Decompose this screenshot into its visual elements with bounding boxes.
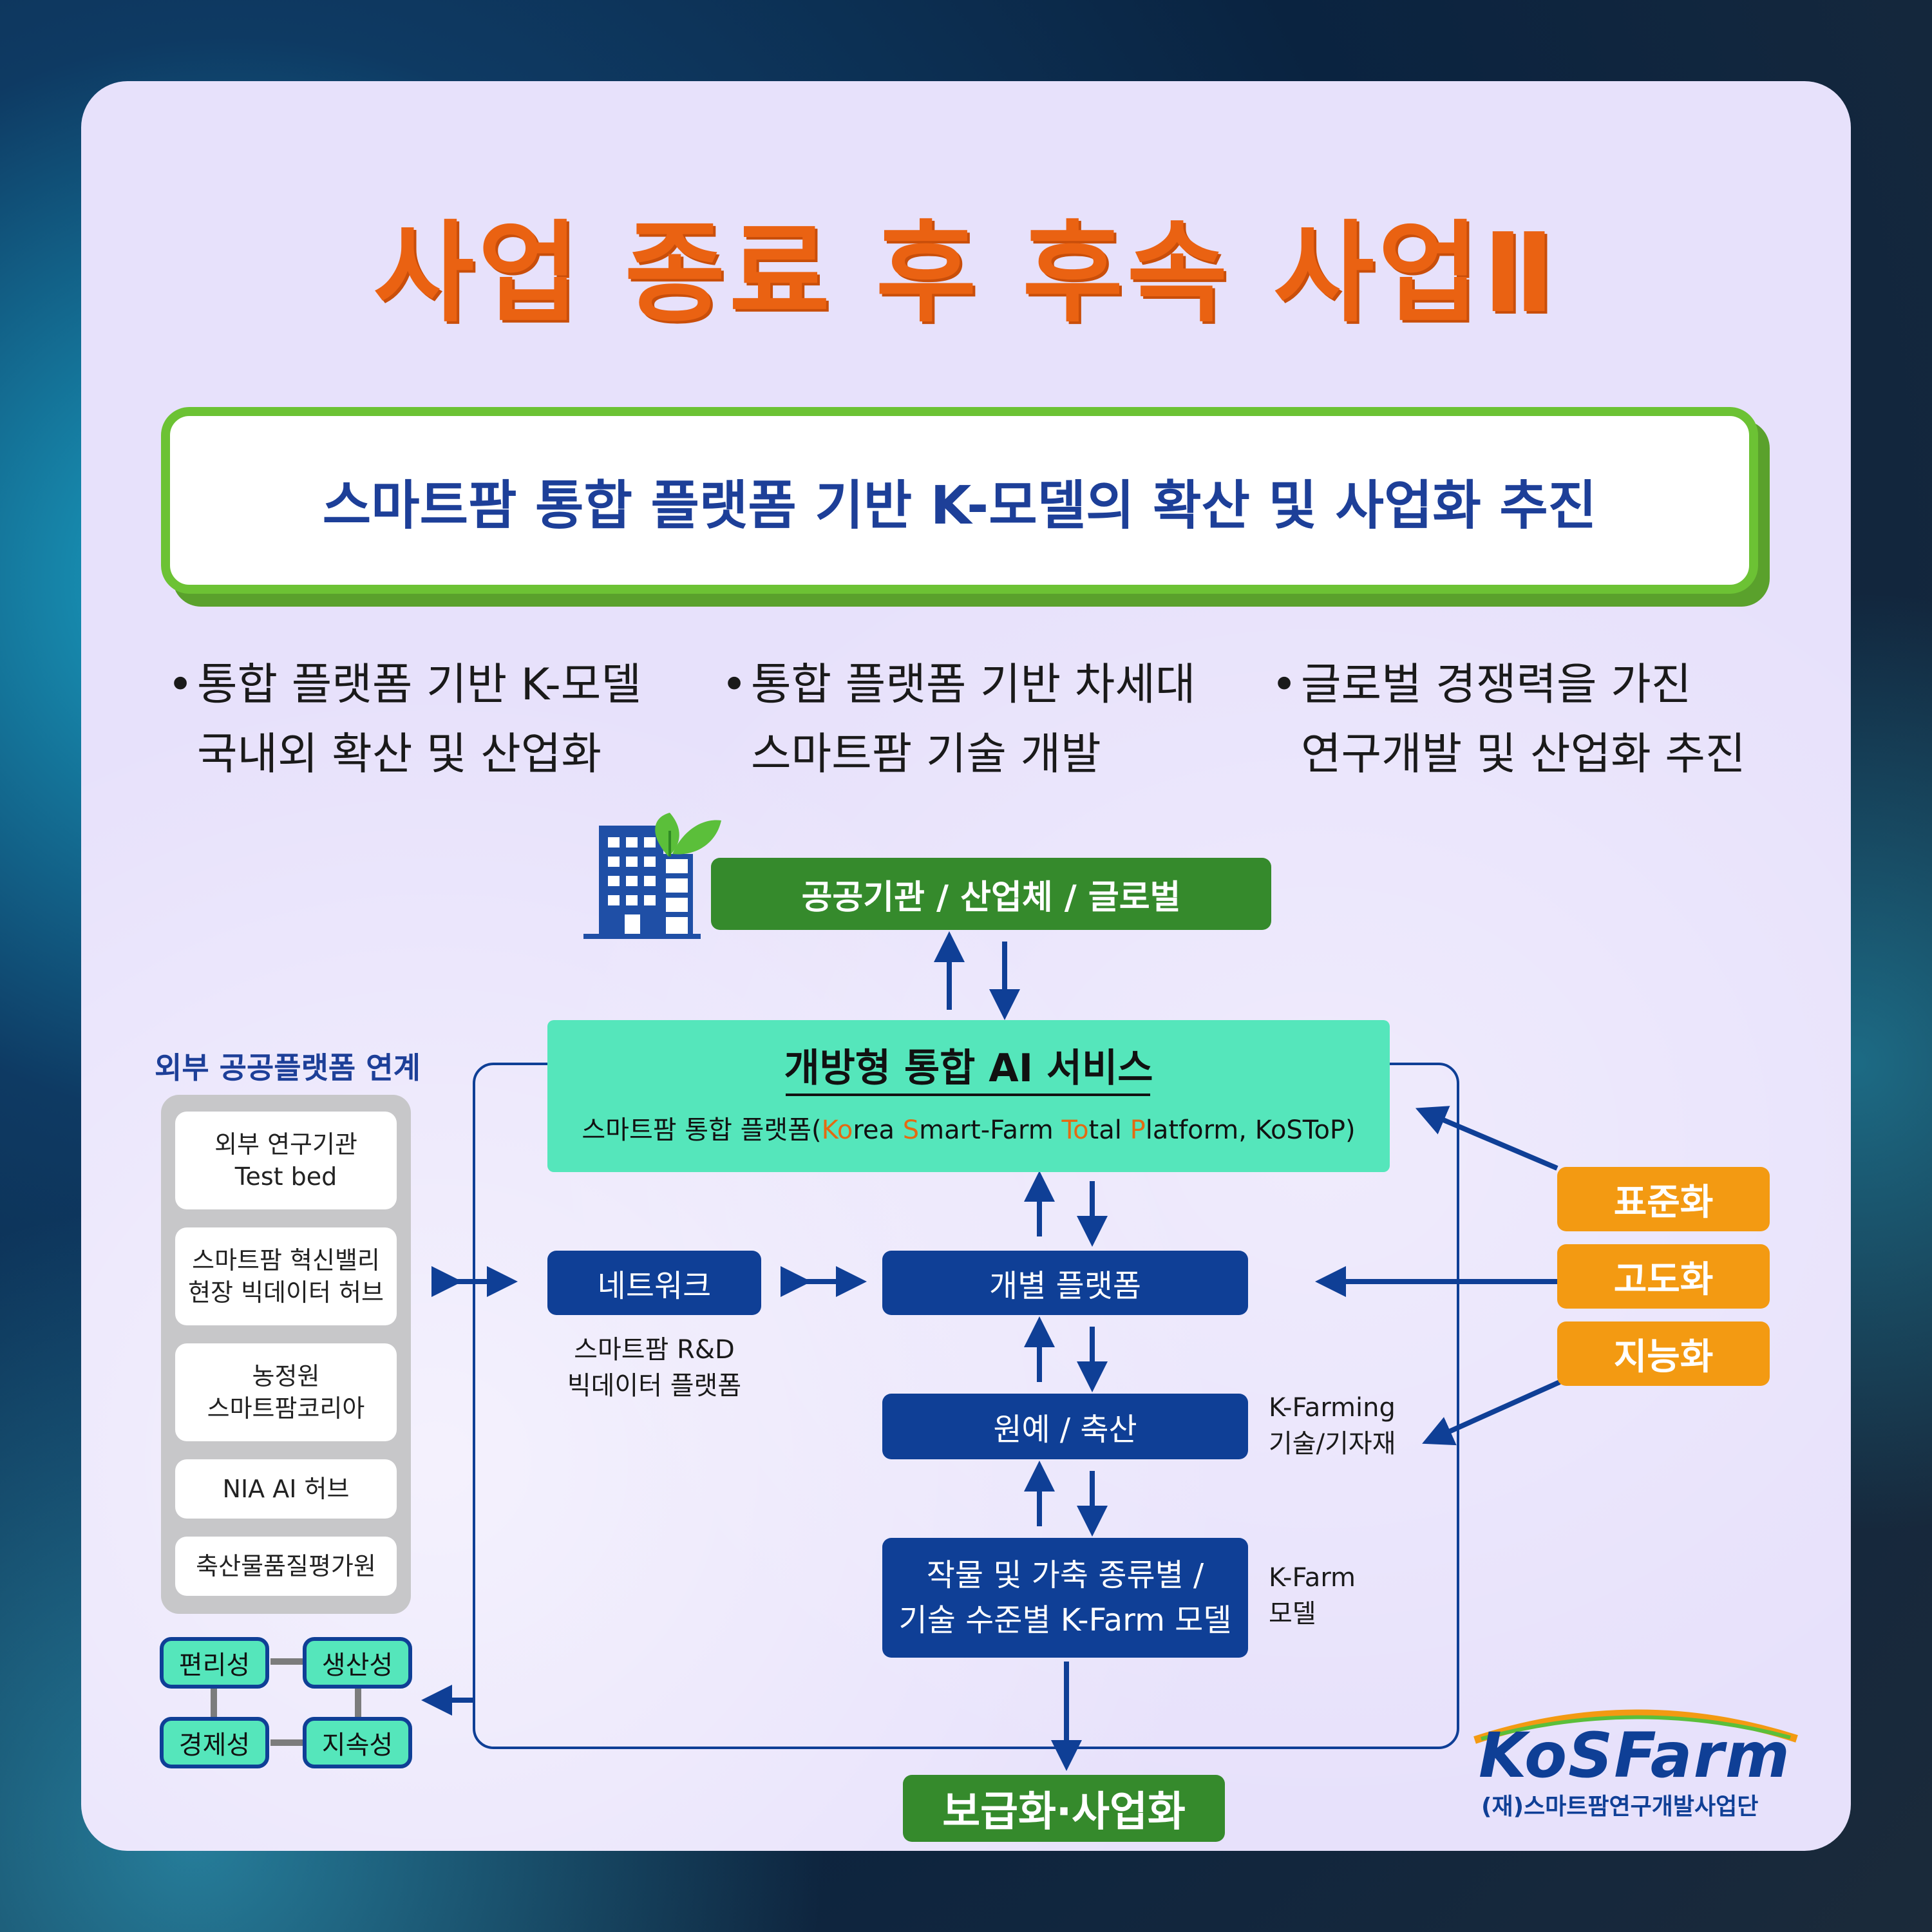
page-title: 사업 종료 후 후속 사업Ⅱ: [373, 210, 1559, 337]
action-standardization: 표준화: [1557, 1167, 1770, 1231]
kosfarm-org-name: (재)스마트팜연구개발사업단: [1481, 1794, 1759, 1820]
action-advancement: 고도화: [1557, 1244, 1770, 1309]
network-desc: 스마트팜 R&D 빅데이터 플랫폼: [567, 1335, 742, 1401]
bullet-item: • 통합 플랫폼 기반 K-모델 국내외 확산 및 산업화: [167, 659, 641, 780]
ai-service-title: 개방형 통합 AI 서비스: [784, 1046, 1153, 1091]
horticulture-livestock-box: 원예 / 축산: [882, 1394, 1248, 1459]
ai-service-subtitle: 스마트팜 통합 플랫폼(Korea Smart-Farm Total Platf…: [582, 1115, 1356, 1145]
value-productivity: 생산성: [303, 1637, 412, 1689]
kfarm-model-label: K-Farm 모델: [1269, 1563, 1356, 1629]
value-economy: 경제성: [160, 1717, 269, 1768]
headline-text: 스마트팜 통합 플랫폼 기반 K-모델의 확산 및 사업화 추진: [322, 475, 1597, 536]
action-intelligence: 지능화: [1557, 1321, 1770, 1386]
external-item: NIA AI 허브: [175, 1459, 397, 1519]
ai-service-box: [547, 1020, 1390, 1172]
bullet-item: • 통합 플랫폼 기반 차세대 스마트팜 기술 개발: [721, 659, 1196, 780]
stakeholders-box: 공공기관 / 산업체 / 글로벌: [711, 858, 1271, 930]
building-leaf-icon: [583, 813, 721, 939]
kfarm-model-box: 작물 및 가축 종류별 / 기술 수준별 K-Farm 모델: [882, 1538, 1248, 1658]
individual-platform-box: 개별 플랫폼: [882, 1251, 1248, 1315]
bullet-item: • 글로벌 경쟁력을 가진 연구개발 및 산업화 추진: [1271, 659, 1746, 780]
external-item: 축산물품질평가원: [175, 1537, 397, 1596]
commercialization-box: 보급화·사업화: [903, 1775, 1225, 1842]
network-box: 네트워크: [547, 1251, 761, 1315]
kfarming-label: K-Farming 기술/기자재: [1269, 1393, 1396, 1459]
external-platforms-title: 외부 공공플랫폼 연계: [155, 1050, 421, 1085]
kosfarm-logo: KoSFarm: [1479, 1719, 1791, 1792]
value-convenience: 편리성: [160, 1637, 269, 1689]
headline-banner: 스마트팜 통합 플랫폼 기반 K-모델의 확산 및 사업화 추진: [161, 407, 1758, 594]
content-card: [81, 81, 1851, 1851]
value-sustainability: 지속성: [303, 1717, 412, 1768]
